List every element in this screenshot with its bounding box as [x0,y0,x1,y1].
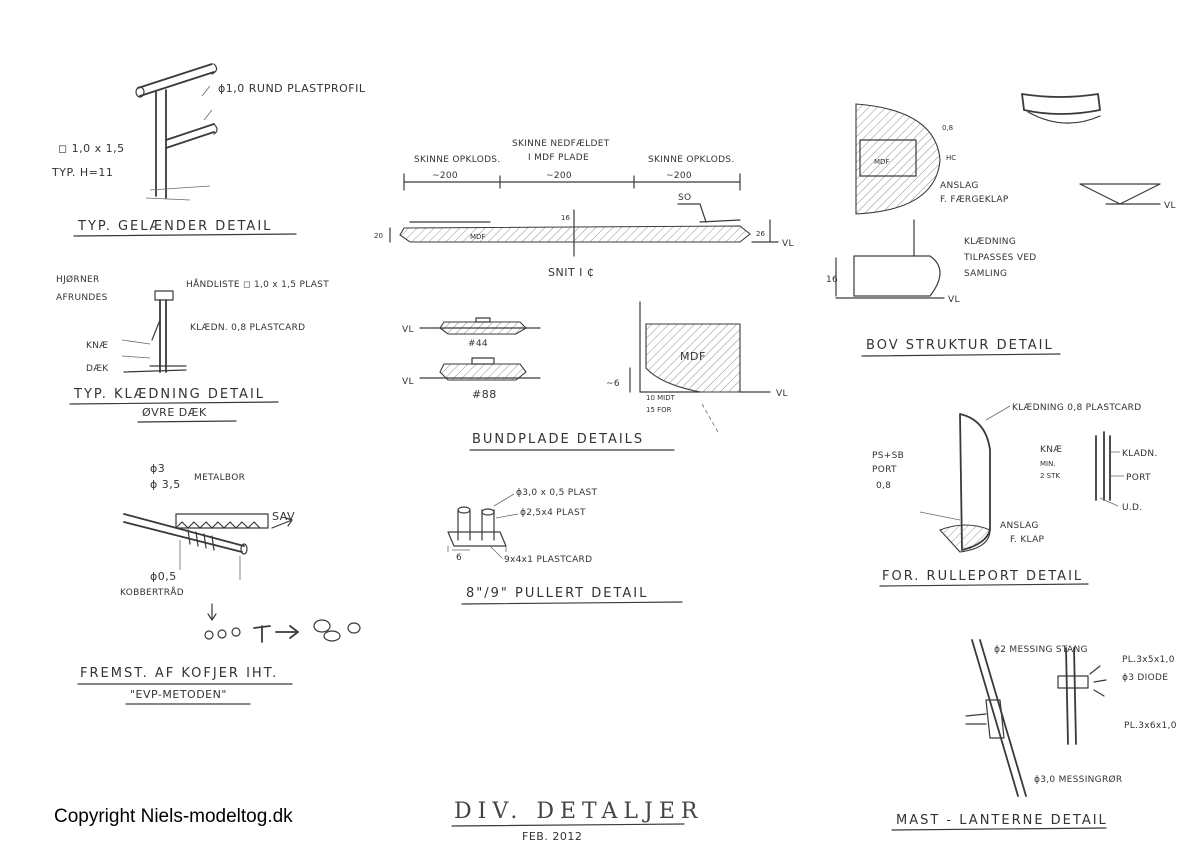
knee-label: KNÆ [86,341,108,351]
copyright-text: Copyright Niels-modeltog.dk [54,806,293,827]
deck-label: DÆK [86,364,109,374]
roer-label: ϕ3,0 MESSINGRØR [1034,774,1122,785]
snit-label: SNIT I ₵ [548,266,594,279]
vl-bov-label: VL [948,295,960,305]
dim-left: ~200 [432,171,458,181]
drill-sketch [123,513,361,643]
section-mdf-label: MDF [470,233,485,241]
lanterne-title: MAST - LANTERNE DETAIL [896,813,1108,828]
rail-top-label-2: I MDF PLADE [528,153,589,163]
dim-right: ~200 [666,171,692,181]
rail-right-label: SKINNE OPKLODS. [648,155,734,165]
pullert-detail: 6 ϕ3,0 x 0,5 PLAST ϕ2,5x4 PLAST 9x4x1 PL… [447,488,683,605]
bov-title: BOV STRUKTUR DETAIL [866,338,1054,353]
pullert-title: 8"/9" PULLERT DETAIL [466,586,648,601]
h-mid-label: 16 [561,214,570,222]
pl1-label: PL.3x5x1,0 [1122,655,1175,665]
lanterne-detail: ϕ2 MESSING STANG PL.3x5x1,0 ϕ3 DIODE PL.… [891,639,1177,831]
bov-detail: MDF 0,8 HC ANSLAG F. FÆRGEKLAP VL 16 KLÆ… [826,93,1176,357]
vl-b-label: VL [402,377,414,387]
t08-label: 0,8 [942,124,953,132]
d35-label: ϕ 3,5 [150,478,181,491]
sheet-date: FEB. 2012 [522,830,582,843]
knae-2-label: MIN. [1040,460,1056,468]
kofjer-detail: ϕ3 ϕ 3,5 METALBOR SAV ϕ0,5 KOBBERTRÅD FR… [77,462,361,705]
vl-a-label: VL [402,325,414,335]
klaedning-subtitle: ØVRE DÆK [142,406,207,419]
handrail-label: HÅNDLISTE ◻ 1,0 x 1,5 PLAST [186,278,329,290]
sav-label: SAV [272,510,295,523]
anslag-label: ANSLAG [940,181,979,191]
rulleport-klaedning-label: KLÆDNING 0,8 PLASTCARD [1012,403,1141,413]
stang-label: ϕ2 MESSING STANG [994,645,1088,655]
rulleport-anslag-label: ANSLAG [1000,521,1039,531]
rail-left-label: SKINNE OPKLODS. [414,155,500,165]
six-label: 6 [456,553,462,563]
dim-mid: ~200 [546,171,572,181]
kobber-label: KOBBERTRÅD [120,586,184,598]
h-left-label: 20 [374,232,383,240]
n88-label: #88 [472,388,497,401]
d3-label: ϕ3 [150,462,165,475]
klaedning-2-label: TILPASSES VED [963,253,1037,263]
ps-3-label: 0,8 [876,481,891,491]
port-label: PORT [1126,473,1151,483]
rulleport-detail: KLÆDNING 0,8 PLASTCARD PS+SB PORT 0,8 AN… [872,403,1158,587]
kladn-label: KLADN. [1122,449,1158,459]
bundplade-section: SKINNE NEDFÆLDET I MDF PLADE SKINNE OPKL… [374,139,794,279]
h16-label: 16 [826,275,838,285]
corners-label-2: AFRUNDES [56,293,108,303]
klaedning-title: TYP. KLÆDNING DETAIL [73,387,265,402]
height-label: TYP. H=11 [51,166,113,179]
knae-1-label: KNÆ [1040,445,1062,455]
vl-top-label: VL [1164,201,1176,211]
n44-label: #44 [468,339,488,349]
dim6-label: ~6 [606,379,620,389]
section-vl-label: VL [782,239,794,249]
kofjer-title: FREMST. AF KOFJER IHT. [80,666,278,681]
pullert-a-label: ϕ3,0 x 0,5 PLAST [516,488,597,498]
bundplade-title: BUNDPLADE DETAILS [472,432,644,447]
vl-c-label: VL [776,389,788,399]
rail-top-label-1: SKINNE NEDFÆLDET [512,139,610,149]
sheet-title-block: DIV. DETALJER FEB. 2012 [451,799,703,843]
gelaender-detail: ϕ1,0 RUND PLASTPROFIL ◻ 1,0 x 1,5 TYP. H… [51,63,366,237]
h-right-label: 26 [756,230,765,238]
gelaender-title: TYP. GELÆNDER DETAIL [77,219,272,234]
ps-2-label: PORT [872,465,897,475]
bundplade-details: VL #44 VL #88 MDF VL ~6 10 MIDT 15 FOR B… [402,301,788,451]
metalbor-label: METALBOR [194,473,245,483]
bov-mdf-label: MDF [874,158,889,166]
corners-label-1: HJØRNER [56,274,100,285]
fklap-label: F. KLAP [1010,535,1045,545]
faergeklap-label: F. FÆRGEKLAP [940,195,1009,205]
cladding-sketch [121,290,187,373]
diode-label: ϕ3 DIODE [1122,673,1168,683]
dim10-label: 10 MIDT [646,394,676,402]
sheet-title: DIV. DETALJER [454,799,703,824]
ps-1-label: PS+SB [872,451,904,461]
pullert-b-label: ϕ2,5x4 PLAST [520,508,586,518]
knae-3-label: 2 STK [1040,472,1060,480]
dim15-label: 15 FOR [646,406,672,414]
pl2-label: PL.3x6x1,0 [1124,721,1177,731]
klaedning-1-label: KLÆDNING [964,237,1016,247]
klaedning-3-label: SAMLING [964,269,1007,279]
railing-sketch [135,63,218,201]
side-label: HC [946,154,956,162]
ud-label: U.D. [1122,503,1142,513]
rulleport-title: FOR. RULLEPORT DETAIL [882,569,1083,584]
d05-label: ϕ0,5 [150,570,177,583]
klaedning-detail: HJØRNER AFRUNDES HÅNDLISTE ◻ 1,0 x 1,5 P… [56,274,329,423]
profile-label: ϕ1,0 RUND PLASTPROFIL [218,82,366,95]
detail-mdf-label: MDF [680,350,706,363]
cladding-label: KLÆDN. 0,8 PLASTCARD [190,323,305,333]
kofjer-subtitle: "EVP-METODEN" [130,688,227,701]
section-label: ◻ 1,0 x 1,5 [58,142,125,155]
so-label: SO [678,193,691,203]
pullert-c-label: 9x4x1 PLASTCARD [504,555,592,565]
